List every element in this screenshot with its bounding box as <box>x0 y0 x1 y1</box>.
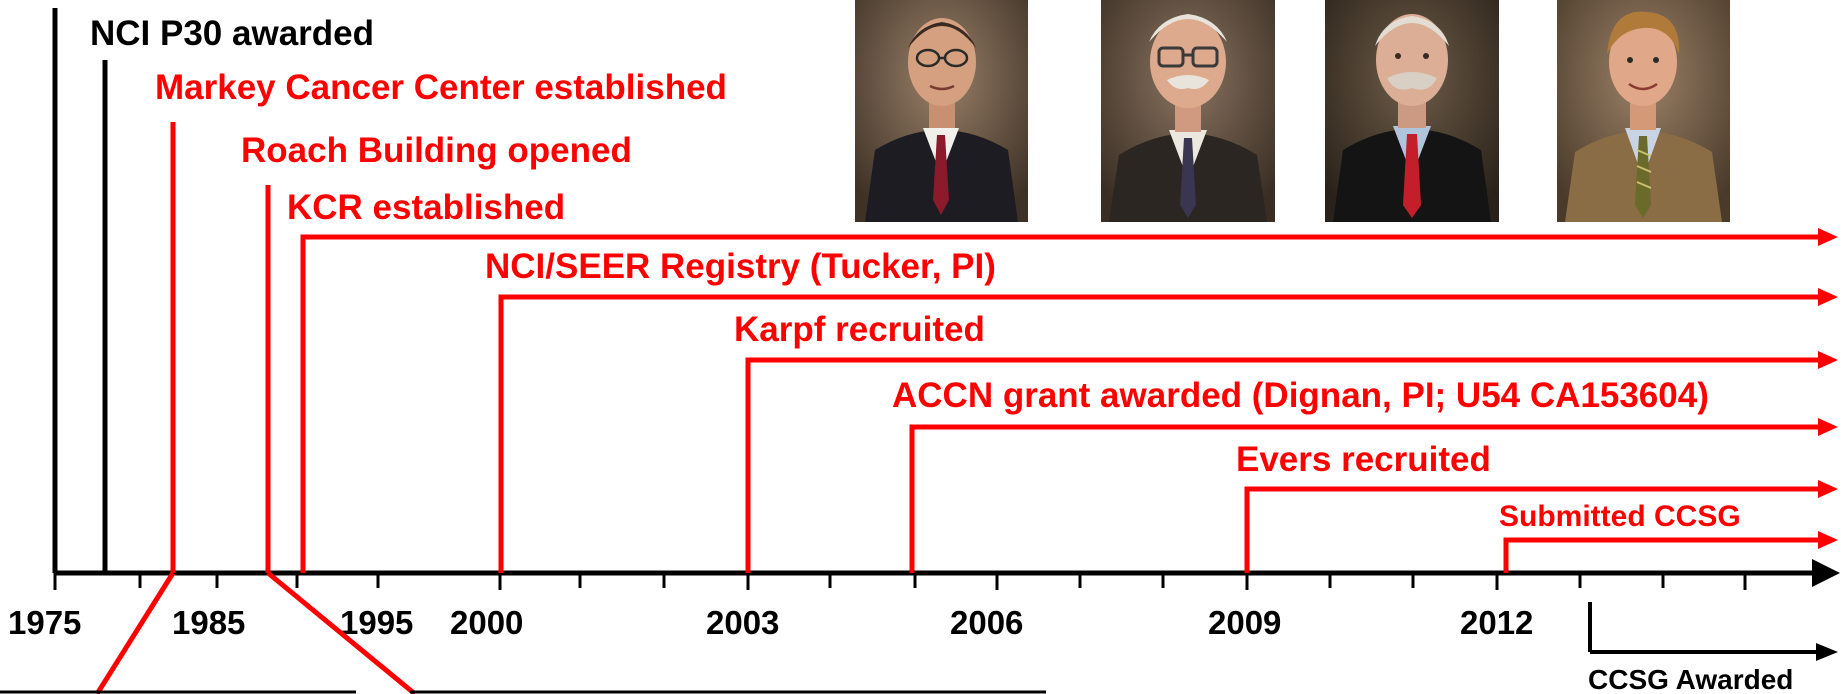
axis-ticks <box>53 573 1747 590</box>
tick-label-2012: 2012 <box>1460 604 1533 641</box>
event-label-evers: Evers recruited <box>1236 440 1491 479</box>
event-line-ccsg <box>1503 537 1822 573</box>
person-portrait-icon <box>1101 0 1275 222</box>
tick-label-2003: 2003 <box>706 604 779 641</box>
event-line-karpf <box>745 357 1822 573</box>
event-label-karpf: Karpf recruited <box>734 310 985 349</box>
event-arrow-karpf <box>1818 351 1838 369</box>
person-portrait-icon <box>1557 0 1730 222</box>
tick-label-2000: 2000 <box>450 604 523 641</box>
person-portrait-icon <box>855 0 1028 222</box>
event-label-accn: ACCN grant awarded (Dignan, PI; U54 CA15… <box>892 376 1709 415</box>
portrait-4 <box>1557 0 1730 222</box>
event-label-seer: NCI/SEER Registry (Tucker, PI) <box>485 247 996 286</box>
event-label-nci-p30: NCI P30 awarded <box>90 14 374 53</box>
tick-label-2006: 2006 <box>950 604 1023 641</box>
callout-line-markey <box>94 571 176 694</box>
event-arrow-accn <box>1818 418 1838 436</box>
person-portrait-icon <box>1325 0 1499 222</box>
event-label-ccsg: Submitted CCSG <box>1499 500 1741 533</box>
event-line-seer <box>498 294 1822 573</box>
callout-line-roach <box>266 571 417 694</box>
event-line-kcr <box>300 234 1822 573</box>
tick-label-1995: 1995 <box>340 604 413 641</box>
event-label-roach: Roach Building opened <box>241 131 632 170</box>
event-line-evers <box>1244 486 1822 573</box>
ccsg-awarded-label: CCSG Awarded <box>1588 664 1793 694</box>
event-arrow-kcr <box>1818 228 1838 246</box>
tick-label-2009: 2009 <box>1208 604 1281 641</box>
tick-label-1975: 1975 <box>8 604 81 641</box>
portrait-2 <box>1101 0 1275 222</box>
event-label-kcr: KCR established <box>287 188 565 227</box>
main-axis-arrowhead <box>1812 559 1840 587</box>
portrait-1 <box>855 0 1028 222</box>
event-arrow-seer <box>1818 288 1838 306</box>
tick-label-1985: 1985 <box>172 604 245 641</box>
event-line-accn <box>909 424 1822 573</box>
event-arrow-ccsg <box>1818 531 1838 549</box>
ccsg-awarded-bracket <box>1588 602 1838 661</box>
event-arrow-evers <box>1818 480 1838 498</box>
event-label-markey: Markey Cancer Center established <box>155 68 727 107</box>
portrait-3 <box>1325 0 1499 222</box>
